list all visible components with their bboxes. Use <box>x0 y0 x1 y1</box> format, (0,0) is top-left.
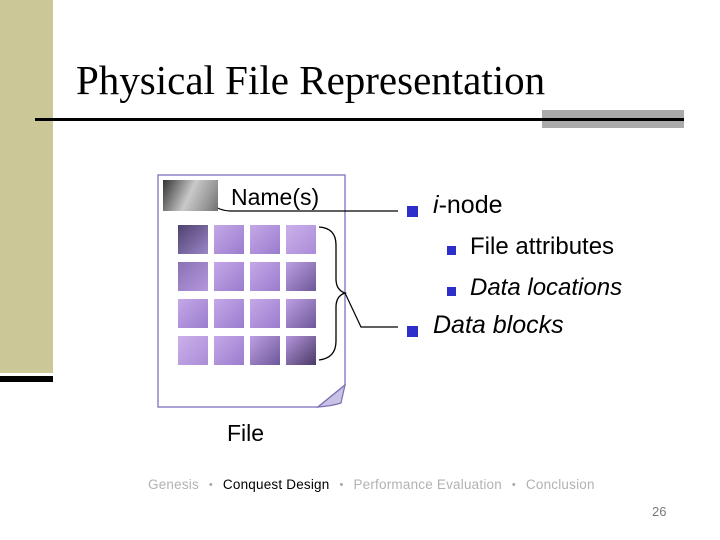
bullet-inode: i-node <box>407 191 503 220</box>
bullet-square-icon <box>447 246 456 255</box>
data-block-cell <box>214 336 244 365</box>
footer-nav: Genesis • Conquest Design • Performance … <box>148 477 595 492</box>
data-block-cell <box>250 262 280 291</box>
data-block-cell <box>214 299 244 328</box>
data-block-cell <box>178 299 208 328</box>
bullet-data-blocks-label: Data blocks <box>433 311 564 339</box>
footer-separator: • <box>511 479 516 491</box>
data-block-cell <box>250 336 280 365</box>
file-label: File <box>227 420 265 446</box>
bullet-inode-italic: i <box>433 191 439 219</box>
bullet-square-icon <box>407 326 418 337</box>
page-number: 26 <box>652 504 667 519</box>
bullet-file-attributes: File attributes <box>447 233 614 261</box>
data-blocks-connector-line <box>344 292 398 328</box>
footer-item-conquest: Conquest Design <box>222 477 330 492</box>
name-label: Name(s) <box>231 184 320 210</box>
data-block-cell <box>178 262 208 291</box>
title-underline <box>35 118 684 121</box>
data-block-cell <box>214 225 244 254</box>
data-block-cell <box>178 336 208 365</box>
folded-corner-icon <box>316 383 346 408</box>
page-title: Physical File Representation <box>76 57 546 103</box>
footer-item-conclusion: Conclusion <box>525 477 595 492</box>
sidebar-accent-bar <box>0 0 53 373</box>
bullet-inode-rest: -node <box>438 191 503 219</box>
data-block-cell <box>286 225 316 254</box>
name-gradient-box <box>163 180 218 211</box>
data-block-cell <box>214 262 244 291</box>
data-block-cell <box>250 225 280 254</box>
data-block-cell <box>286 262 316 291</box>
bullet-data-blocks: Data blocks <box>407 311 564 340</box>
data-block-cell <box>286 299 316 328</box>
data-block-grid <box>178 225 316 365</box>
data-blocks-brace <box>318 226 348 361</box>
footer-separator: • <box>208 479 213 491</box>
bullet-inode-label: i-node <box>407 191 503 220</box>
bullet-square-icon <box>407 206 418 217</box>
bullet-data-locations-label: Data locations <box>470 274 623 301</box>
footer-item-genesis: Genesis <box>148 477 199 492</box>
bullet-square-icon <box>447 287 456 296</box>
footer-separator: • <box>339 479 344 491</box>
sidebar-footer-bar <box>0 376 53 382</box>
footer-item-performance: Performance Evaluation <box>353 477 502 492</box>
data-block-cell <box>250 299 280 328</box>
data-block-cell <box>286 336 316 365</box>
bullet-data-locations: Data locations <box>447 274 622 302</box>
data-block-cell <box>178 225 208 254</box>
bullet-file-attributes-label: File attributes <box>470 233 615 260</box>
